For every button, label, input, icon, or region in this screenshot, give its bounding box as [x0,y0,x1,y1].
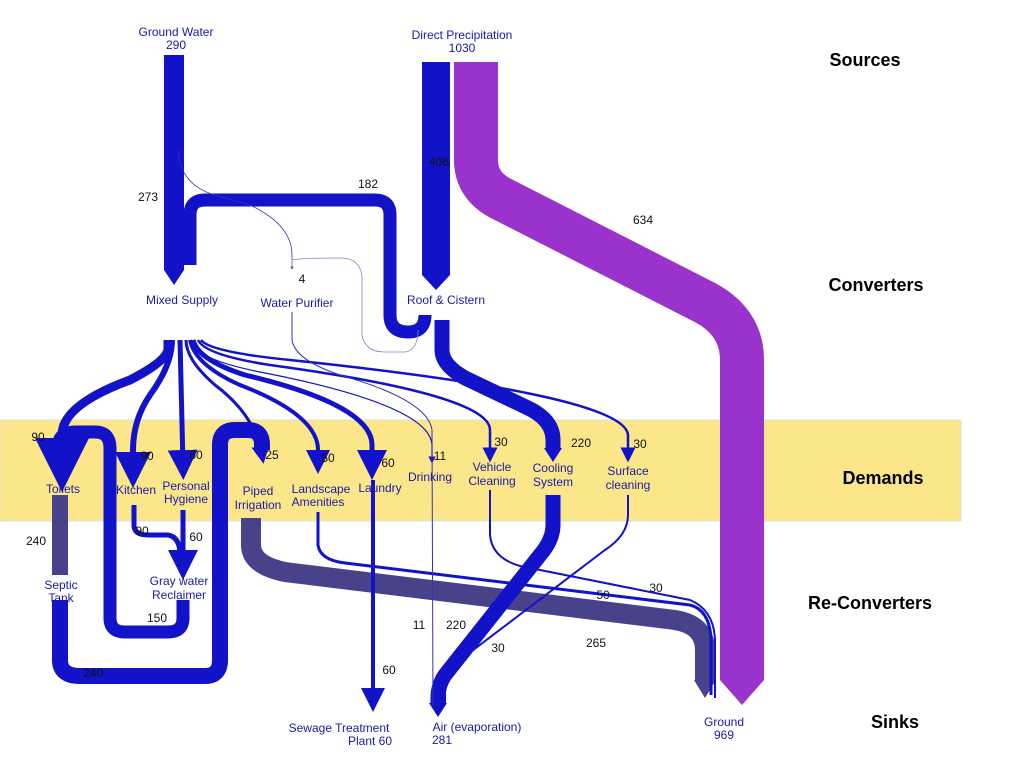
node-personal-hygiene-2: Hygiene [164,492,208,506]
node-personal-hygiene-1: Personal [162,479,209,493]
label-septic-out: 240 [83,666,103,680]
flow-gw-to-purifier [177,149,294,270]
label-to-laundry: 60 [381,456,395,470]
label-to-landscape: 50 [321,451,335,465]
label-to-kitchen: 90 [140,449,154,463]
mixed-arrowhead [164,270,184,285]
flow-kitchen-to-reclaimer [131,505,183,565]
label-laundry-to-sewage: 60 [382,663,396,677]
tier-demands: Demands [842,468,923,488]
node-direct-precipitation-value: 1030 [449,41,476,55]
tier-sinks: Sinks [871,712,919,732]
label-to-hygiene: 60 [189,448,203,462]
node-septic-tank-1: Septic [44,578,77,592]
flow-septic-to-irrigation [52,422,270,684]
node-gray-water-reclaimer-1: Gray water [150,574,209,588]
label-precip-to-ground: 634 [633,213,653,227]
ground-arrowhead-gray [694,680,716,698]
node-ground: Ground [704,715,744,729]
flow-labels: 273 182 406 634 4 90 90 60 25 50 60 11 3… [26,155,663,680]
ground-arrowhead-purple [720,680,764,705]
node-vehicle-cleaning-1: Vehicle [473,460,512,474]
node-roof-cistern: Roof & Cistern [407,293,485,307]
air-arrowhead [429,703,447,717]
tier-converters: Converters [828,275,923,295]
flow-drinking-to-air [291,312,434,706]
label-gw-to-mixed: 273 [138,190,158,204]
label-to-drinking: 11 [434,449,447,463]
node-laundry: Laundry [358,481,401,495]
flow-vehicle-to-ground [489,490,716,698]
label-landscape-to-ground: 50 [596,588,610,602]
node-mixed-supply: Mixed Supply [146,293,218,307]
node-water-purifier: Water Purifier [261,296,334,310]
node-piped-irrigation-2: Irrigation [235,498,282,512]
label-mixed-to-roof: 182 [358,177,378,191]
node-drinking: Drinking [408,470,452,484]
node-sewage-treatment-1: Sewage Treatment [289,721,390,735]
tier-sources: Sources [829,50,900,70]
node-septic-tank-2: Tank [48,591,74,605]
node-direct-precipitation: Direct Precipitation [412,28,513,42]
flow-cooling-to-air [430,495,561,705]
flow-mixed-to-roof [183,193,432,339]
node-piped-irrigation-1: Piped [243,484,274,498]
node-ground-water-value: 290 [166,38,186,52]
label-irrigation-to-ground: 265 [586,636,606,650]
node-vehicle-cleaning-2: Cleaning [468,474,515,488]
flow-irrigation-to-ground [241,518,715,680]
node-air-evaporation: Air (evaporation) [433,720,522,734]
node-toilets: Toilets [46,482,80,496]
node-cooling-system-2: System [533,475,573,489]
demands-band [0,419,962,522]
tier-reconverters: Re-Converters [808,593,932,613]
label-precip-to-roof: 406 [429,155,449,169]
node-kitchen: Kitchen [116,483,156,497]
node-landscape-amenities-2: Amenities [292,495,345,509]
node-surface-cleaning-2: cleaning [606,478,651,492]
label-gw-to-purifier: 4 [299,272,306,286]
node-sewage-treatment-2: Plant 60 [348,734,392,748]
label-reclaimer-out: 150 [147,611,167,625]
node-gray-water-reclaimer-2: Reclaimer [152,588,206,602]
label-to-irrigation: 25 [265,448,279,462]
node-air-evaporation-value: 281 [432,733,452,747]
flow-roof-to-cooling [434,320,561,450]
flow-precip-to-ground [454,62,764,680]
label-to-toilets: 90 [31,430,45,444]
label-drinking-to-air: 11 [413,618,426,632]
flow-purifier-loop [291,257,419,353]
label-to-surface: 30 [633,437,647,451]
label-vehicle-to-ground: 30 [649,581,663,595]
flow-surface-to-air [444,495,629,705]
cooling-arrowhead [544,448,562,462]
label-cooling-to-air: 220 [446,618,466,632]
node-surface-cleaning-1: Surface [607,464,649,478]
label-to-vehicle: 30 [494,435,508,449]
roof-arrowhead [422,275,450,290]
flow-reclaimer-to-toilets [51,425,190,639]
label-hygiene-to-reclaimer: 60 [189,530,203,544]
node-ground-water: Ground Water [139,25,214,39]
label-kitchen-to-reclaimer: 90 [135,524,149,538]
label-surface-to-air: 30 [491,641,505,655]
label-toilets-to-septic: 240 [26,534,46,548]
label-to-cooling: 220 [571,436,591,450]
node-ground-value: 969 [714,728,734,742]
node-cooling-system-1: Cooling [533,461,574,475]
node-landscape-amenities-1: Landscape [292,482,351,496]
